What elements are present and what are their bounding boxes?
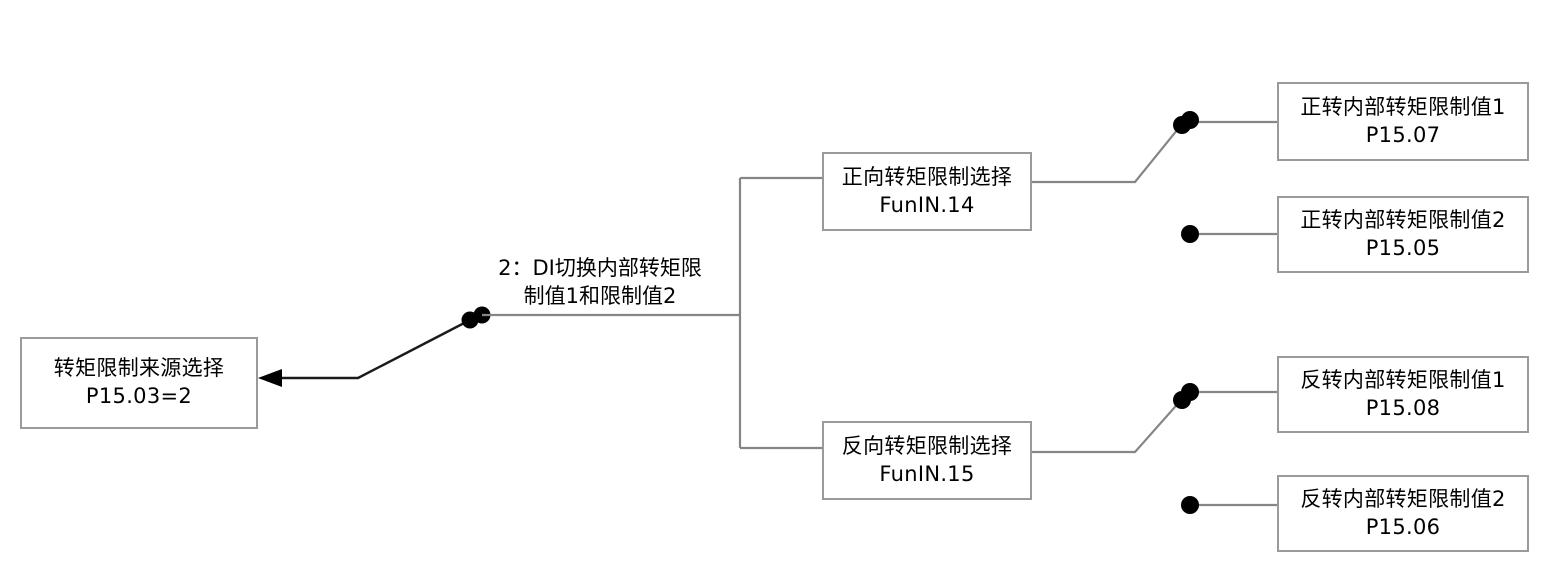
switch-terminal-dot-reverse-2	[1181, 496, 1199, 514]
box-reverse-internal-torque-limit-1[interactable]: 反转内部转矩限制值1 P15.08	[1277, 356, 1529, 433]
box-reverse-torque-limit-select[interactable]: 反向转矩限制选择 FunIN.15	[822, 421, 1032, 500]
box-line-2: P15.03=2	[85, 384, 193, 408]
box-line-1: 正转内部转矩限制值2	[1300, 207, 1506, 232]
wire-reverse-switch	[1032, 390, 1283, 454]
box-line-2: P15.08	[1365, 395, 1441, 420]
box-line-1: 反向转矩限制选择	[841, 433, 1013, 458]
box-line-1: 正转内部转矩限制值1	[1300, 94, 1506, 119]
box-line-1: 正向转矩限制选择	[841, 164, 1013, 189]
switch-terminal-dot-forward-1	[1181, 111, 1199, 129]
arrow-head-icon	[258, 369, 282, 387]
wire-source-feed	[258, 318, 471, 387]
box-line-1: 反转内部转矩限制值2	[1300, 486, 1506, 511]
box-line-2: P15.05	[1365, 235, 1441, 260]
box-torque-limit-source[interactable]: 转矩限制来源选择 P15.03=2	[20, 337, 258, 429]
switch-terminal-dot-reverse-1	[1181, 383, 1199, 401]
box-reverse-internal-torque-limit-2[interactable]: 反转内部转矩限制值2 P15.06	[1277, 475, 1529, 552]
box-forward-torque-limit-select[interactable]: 正向转矩限制选择 FunIN.14	[822, 152, 1032, 231]
box-line-2: P15.06	[1365, 514, 1441, 539]
box-line-2: P15.07	[1365, 122, 1441, 147]
switch-terminal-dot-forward-2	[1181, 225, 1199, 243]
box-line-1: 反转内部转矩限制值1	[1300, 367, 1506, 392]
label-di-switch-mode: 2：DI切换内部转矩限 制值1和限制值2	[498, 256, 702, 309]
box-forward-internal-torque-limit-2[interactable]: 正转内部转矩限制值2 P15.05	[1277, 196, 1529, 273]
wire-forward-switch	[1032, 120, 1283, 184]
wire-trunk	[482, 176, 822, 450]
box-forward-internal-torque-limit-1[interactable]: 正转内部转矩限制值1 P15.07	[1277, 82, 1529, 161]
box-line-2: FunIN.15	[879, 461, 975, 486]
box-line-1: 转矩限制来源选择	[53, 356, 225, 381]
box-line-2: FunIN.14	[879, 192, 975, 217]
